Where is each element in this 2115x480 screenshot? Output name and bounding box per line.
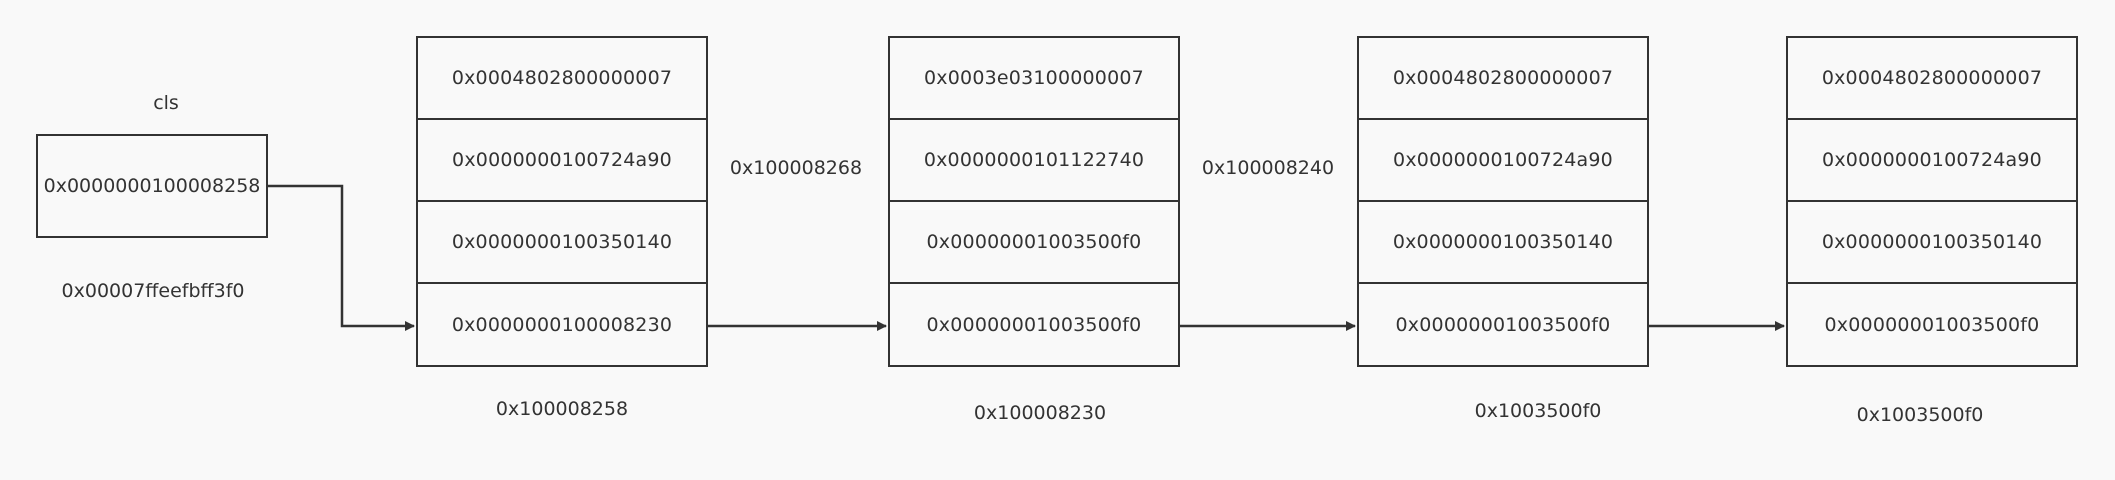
cls-address: 0x00007ffeefbff3f0	[61, 280, 245, 302]
node-1-cell-1: 0x0004802800000007	[418, 38, 706, 120]
node-box-1: 0x0004802800000007 0x0000000100724a90 0x…	[416, 36, 708, 367]
cls-pointer-arrow	[268, 184, 415, 331]
node-3-cell-3: 0x0000000100350140	[1359, 202, 1647, 284]
node-4-address: 0x1003500f0	[1856, 404, 1984, 426]
node-1-cell-4: 0x0000000100008230	[451, 313, 673, 336]
node-box-4: 0x0004802800000007 0x0000000100724a90 0x…	[1786, 36, 2078, 367]
node-2-address: 0x100008230	[973, 402, 1107, 424]
node-4-cell-1: 0x0004802800000007	[1788, 38, 2076, 120]
cls-title: cls	[153, 92, 179, 114]
node-2-cell-3: 0x00000001003500f0	[890, 202, 1178, 284]
cls-box: 0x0000000100008258	[36, 134, 268, 238]
node-3-address: 0x1003500f0	[1474, 400, 1602, 422]
node-box-3: 0x0004802800000007 0x0000000100724a90 0x…	[1357, 36, 1649, 367]
between-label-2: 0x100008240	[1201, 157, 1335, 179]
node-3-cell-4: 0x00000001003500f0	[1395, 313, 1611, 336]
node-3-cell-1: 0x0004802800000007	[1359, 38, 1647, 120]
node-3-cell-2: 0x0000000100724a90	[1359, 120, 1647, 202]
node-4-cell-2: 0x0000000100724a90	[1788, 120, 2076, 202]
node-1-cell-3: 0x0000000100350140	[418, 202, 706, 284]
node-2-cell-1: 0x0003e03100000007	[890, 38, 1178, 120]
node-2-cell-4: 0x00000001003500f0	[926, 313, 1142, 336]
node-4-cell-3: 0x0000000100350140	[1788, 202, 2076, 284]
cls-value: 0x0000000100008258	[43, 175, 261, 197]
node-box-2: 0x0003e03100000007 0x0000000101122740 0x…	[888, 36, 1180, 367]
node-1-address: 0x100008258	[495, 398, 629, 420]
node-2-cell-2: 0x0000000101122740	[890, 120, 1178, 202]
between-label-1: 0x100008268	[729, 157, 863, 179]
node-4-cell-4: 0x00000001003500f0	[1824, 313, 2040, 336]
node-1-cell-2: 0x0000000100724a90	[418, 120, 706, 202]
